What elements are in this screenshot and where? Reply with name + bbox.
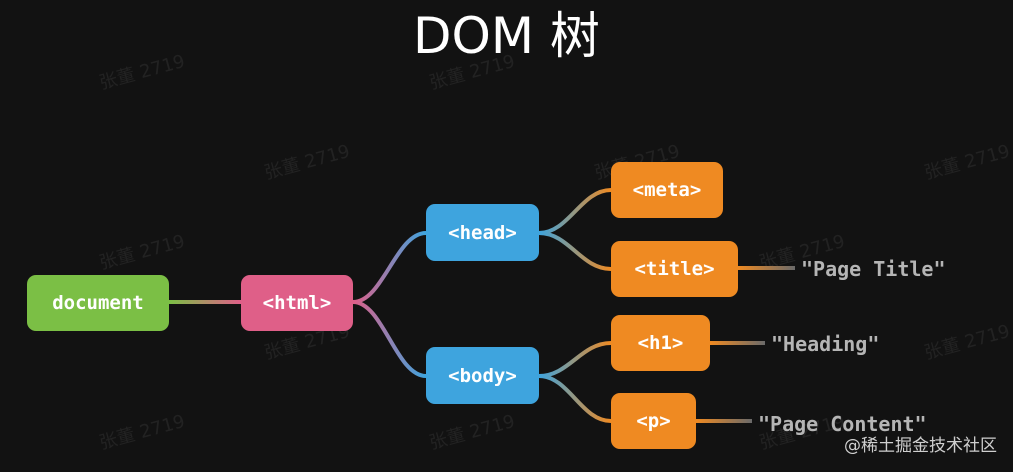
edge-html-head <box>352 231 427 304</box>
diagram-title: DOM 树 <box>413 7 600 65</box>
edge-body-p <box>538 374 612 423</box>
node-title: <title> <box>611 241 738 297</box>
node-html: <html> <box>241 275 353 331</box>
text-node-page-content: "Page Content" <box>758 412 927 436</box>
edge-head-title <box>538 231 612 271</box>
node-body: <body> <box>426 347 539 404</box>
text-node-page-title: "Page Title" <box>801 257 946 281</box>
text-node-heading: "Heading" <box>771 332 880 356</box>
node-meta: <meta> <box>611 162 723 218</box>
node-h1: <h1> <box>611 315 710 371</box>
node-head: <head> <box>426 204 539 261</box>
edge-body-h1 <box>538 341 612 378</box>
edge-head-meta <box>538 188 612 235</box>
node-p: <p> <box>611 393 696 449</box>
source-credit: @稀土掘金技术社区 <box>844 436 997 456</box>
edge-html-body <box>352 300 427 378</box>
node-document: document <box>27 275 169 331</box>
